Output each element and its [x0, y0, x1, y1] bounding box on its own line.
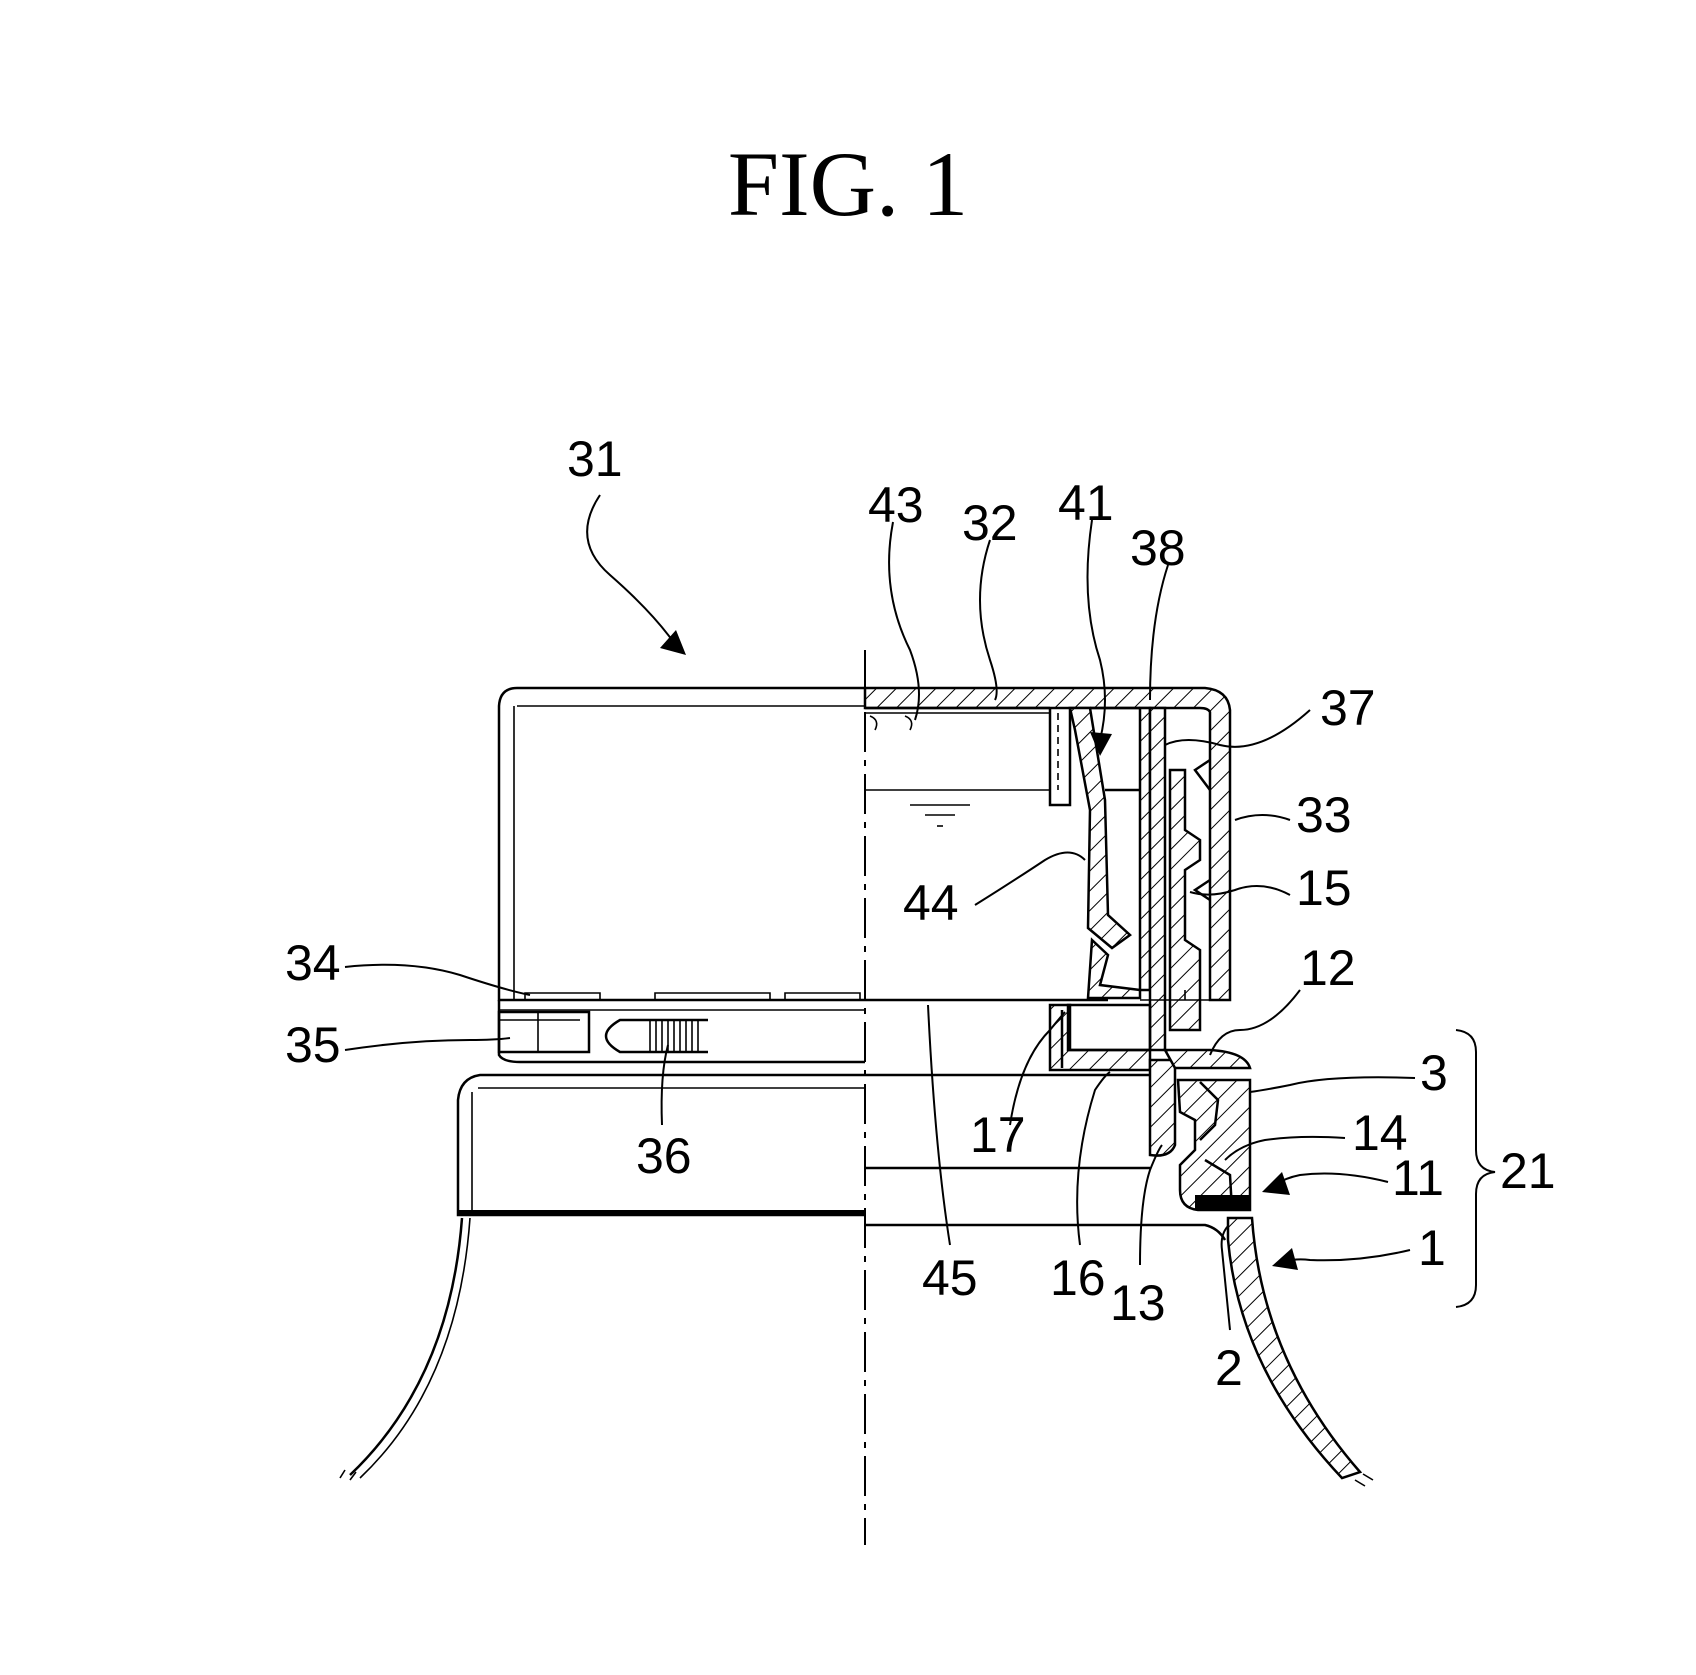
label-33: 33 — [1296, 787, 1352, 843]
label-36: 36 — [636, 1128, 692, 1184]
label-31: 31 — [567, 431, 623, 487]
label-44: 44 — [903, 875, 959, 931]
label-2: 2 — [1215, 1340, 1243, 1396]
label-45: 45 — [922, 1250, 978, 1306]
label-21: 21 — [1500, 1143, 1556, 1199]
label-38: 38 — [1130, 520, 1186, 576]
label-11: 11 — [1392, 1150, 1444, 1206]
cap-exterior-left — [340, 688, 865, 1480]
label-16: 16 — [1050, 1250, 1106, 1306]
label-41: 41 — [1058, 475, 1114, 531]
label-37: 37 — [1320, 680, 1376, 736]
brace-21 — [1456, 1030, 1495, 1307]
label-17: 17 — [970, 1107, 1026, 1163]
label-1: 1 — [1418, 1220, 1446, 1276]
figure-title: FIG. 1 — [728, 133, 968, 235]
label-3: 3 — [1420, 1045, 1448, 1101]
label-12: 12 — [1300, 940, 1356, 996]
leader-lines — [345, 495, 1415, 1330]
label-15: 15 — [1296, 860, 1352, 916]
label-35: 35 — [285, 1017, 341, 1073]
label-34: 34 — [285, 935, 341, 991]
label-13: 13 — [1110, 1275, 1166, 1331]
label-32: 32 — [962, 495, 1018, 551]
reference-labels: 31 43 32 41 38 37 33 15 44 12 34 35 36 1… — [285, 431, 1556, 1396]
label-43: 43 — [868, 477, 924, 533]
